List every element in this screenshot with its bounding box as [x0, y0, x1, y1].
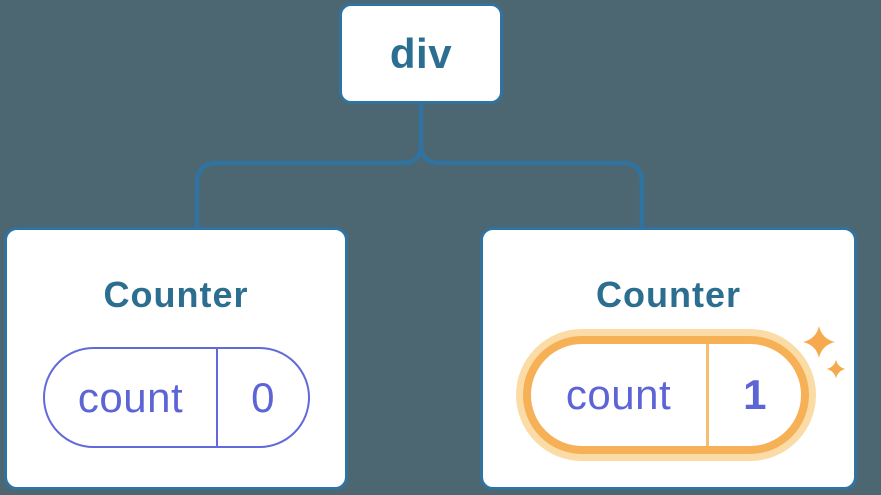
sparkle-large	[803, 326, 835, 358]
state-key-label: count	[565, 371, 672, 418]
component-name: Counter	[103, 274, 249, 315]
state-value: 0	[216, 349, 308, 446]
connector-left-branch	[194, 101, 424, 232]
root-node-label: div	[389, 29, 453, 77]
component-name: Counter	[596, 274, 741, 315]
sparkle-icon	[803, 326, 846, 379]
root-node: div	[339, 3, 503, 104]
state-pill-highlighted: count 1	[523, 336, 809, 454]
connector-right-branch	[418, 101, 645, 232]
counter-node-first: Counter count 0	[4, 227, 348, 490]
sparkle-small	[826, 359, 846, 379]
state-value: 1	[706, 344, 801, 446]
state-pill: count 0	[43, 347, 310, 448]
counter-node-second: Counter count 1	[480, 227, 857, 490]
state-key-label: count	[77, 373, 184, 421]
